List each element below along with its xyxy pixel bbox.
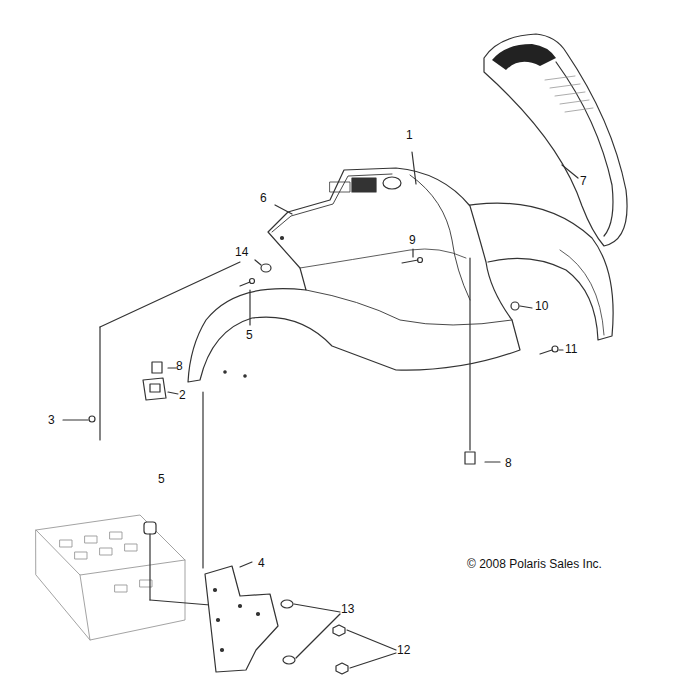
callout-number: 3 [48, 413, 55, 427]
callout-number: 10 [535, 299, 548, 313]
callout-number: 4 [258, 556, 265, 570]
callout-number: 6 [260, 191, 267, 205]
copyright-note: © 2008 Polaris Sales Inc. [467, 557, 602, 571]
callout-number: 2 [179, 388, 186, 402]
callout-number: 1 [406, 128, 413, 142]
callout-number: 5 [158, 472, 165, 486]
callout-number: 14 [235, 245, 248, 259]
callout-number: 13 [341, 602, 354, 616]
callout-number: 11 [565, 342, 577, 356]
callout-number: 5 [246, 328, 253, 342]
callout-number: 7 [580, 174, 587, 188]
callout-number: 8 [176, 359, 183, 373]
callout-number: 9 [409, 233, 416, 247]
callout-number: 8 [505, 456, 512, 470]
callout-number: 12 [397, 643, 410, 657]
